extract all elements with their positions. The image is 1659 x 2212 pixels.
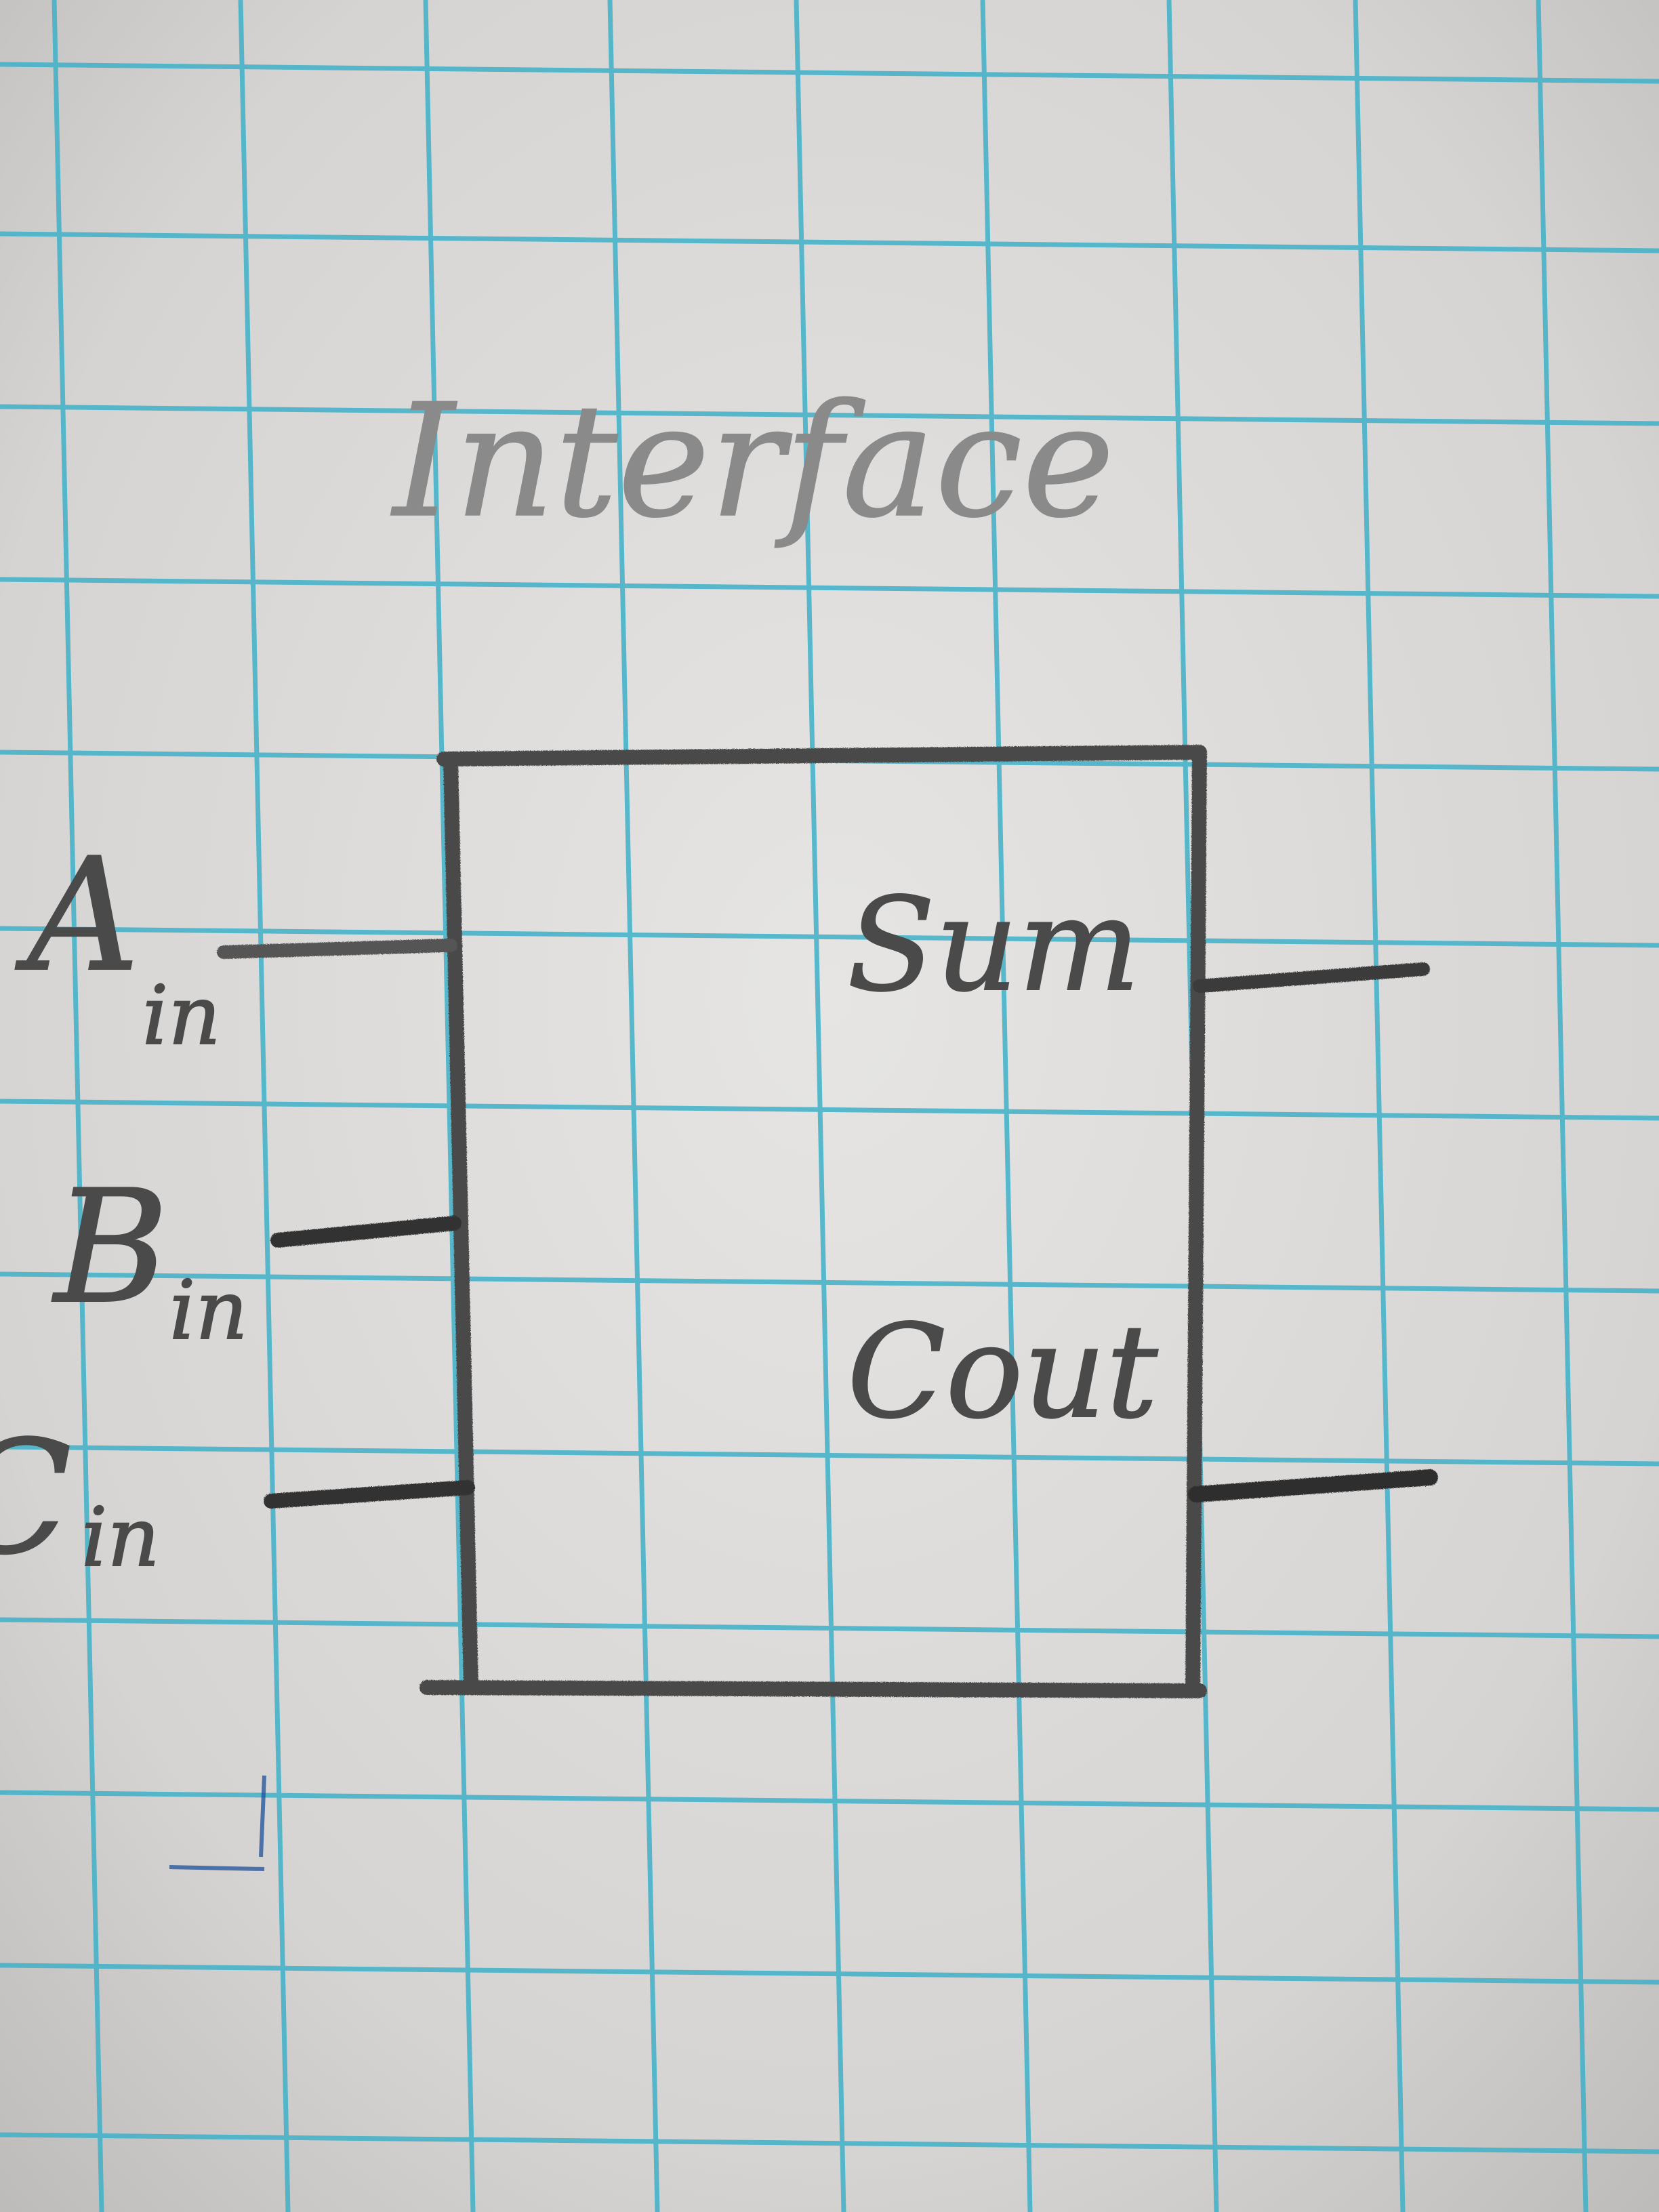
grid-line-horizontal (0, 404, 1659, 426)
input-label-a-sub: in (142, 969, 221, 1063)
output-label-sum: Sum (847, 870, 1141, 1020)
grid-line-horizontal (0, 926, 1659, 948)
input-label-b-main: B (52, 1158, 169, 1338)
grid-line-horizontal (0, 1790, 1659, 1812)
output-wire-cout (1188, 1469, 1438, 1502)
input-wire-a (217, 939, 457, 959)
grid-line-horizontal (0, 1963, 1659, 1985)
grid-line-vertical (1536, 0, 1589, 2212)
input-label-b: B in (51, 1157, 249, 1359)
grid-line-horizontal (0, 62, 1659, 84)
input-label-a-main: A (15, 825, 140, 1006)
input-wire-c (264, 1480, 475, 1509)
input-label-c-sub: in (81, 1491, 160, 1585)
grid-line-horizontal (0, 1617, 1659, 1639)
output-wire-sum (1193, 962, 1430, 993)
input-label-b-sub: in (169, 1264, 248, 1358)
grid-line-horizontal (0, 1271, 1659, 1294)
grid-line-vertical (980, 0, 1033, 2212)
grid-line-horizontal (0, 577, 1659, 599)
input-label-c: C in (0, 1408, 161, 1590)
output-label-cout: Cout (847, 1297, 1158, 1447)
input-label-a: A in (14, 825, 222, 1064)
grid-line-vertical (794, 0, 846, 2212)
grid-line-vertical (1353, 0, 1406, 2212)
grid-line-horizontal (0, 1444, 1659, 1467)
grid-line-horizontal (0, 1099, 1659, 1121)
stray-pen-mark (169, 1775, 266, 1871)
grid-line-horizontal (0, 2132, 1659, 2154)
input-wire-b (270, 1216, 462, 1248)
grid-line-vertical (52, 0, 104, 2212)
diagram-title: Interface (390, 371, 1115, 552)
grid-line-horizontal (0, 231, 1659, 253)
input-label-c-main: C (0, 1408, 72, 1589)
